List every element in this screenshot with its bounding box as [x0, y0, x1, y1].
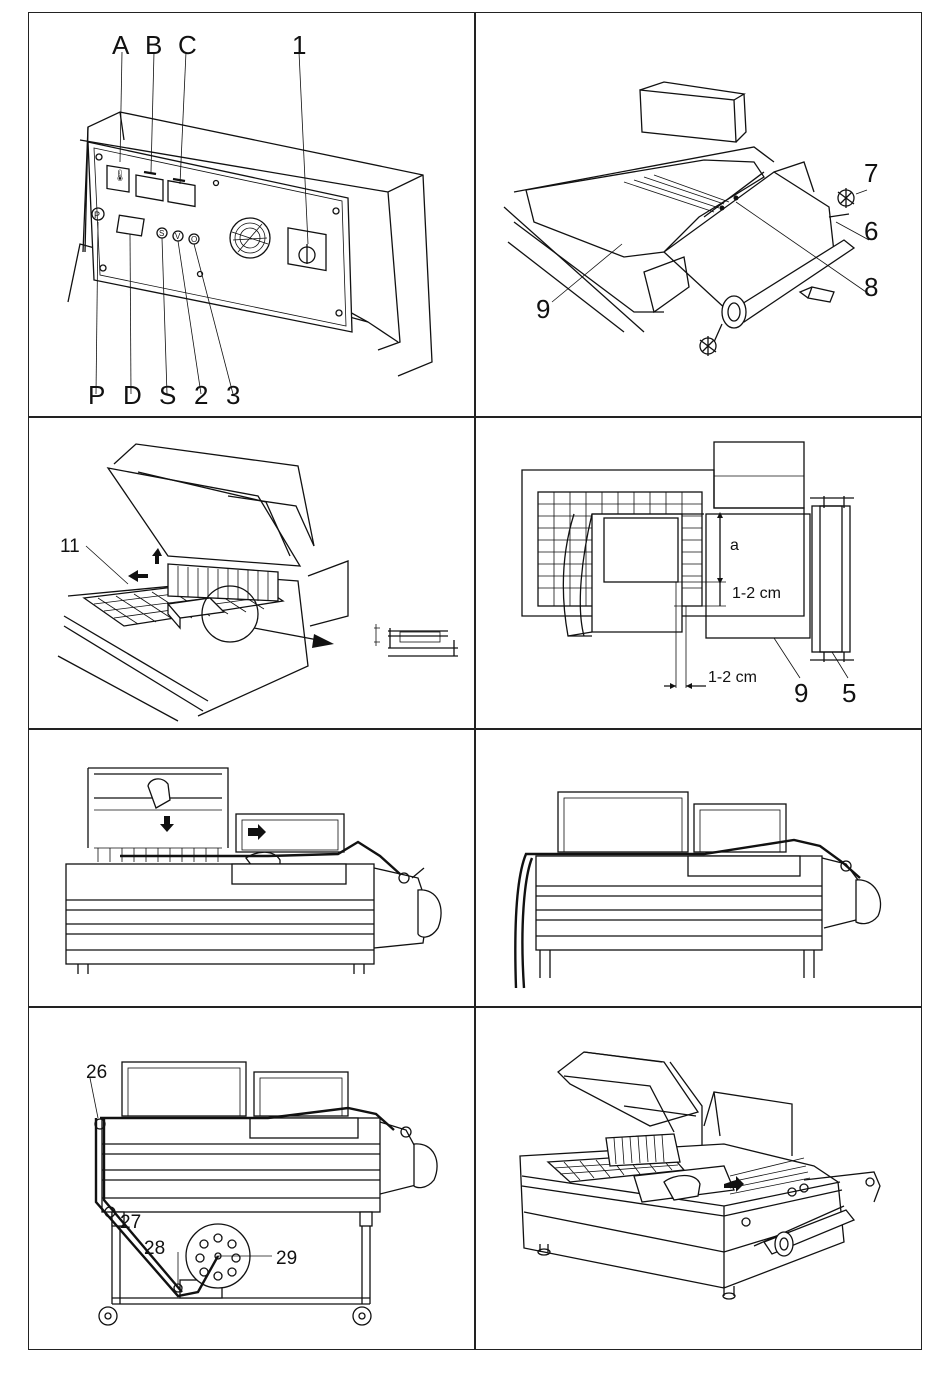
label-b: B — [145, 30, 162, 60]
display-b-icon — [136, 175, 163, 201]
panel-product-placement: 11 — [28, 416, 474, 728]
display-c-icon — [168, 181, 195, 207]
svg-text:P: P — [94, 210, 100, 220]
label-29: 29 — [276, 1248, 297, 1269]
svg-text:O: O — [191, 235, 197, 244]
panel-film-routing — [474, 728, 922, 1006]
caster-right-icon — [353, 1307, 371, 1325]
label-2: 2 — [194, 380, 208, 410]
panel-stand-film-path: 26 27 28 29 — [28, 1006, 474, 1350]
label-3: 3 — [226, 380, 240, 410]
panel-machine-perspective — [474, 1006, 922, 1350]
thermo-glyph: 🌡 — [113, 169, 127, 182]
lock-nut-7-icon — [838, 188, 854, 208]
dim-horizontal-label: 1-2 cm — [708, 669, 757, 686]
zoom-arrow-icon — [312, 634, 334, 648]
svg-text:S: S — [159, 229, 164, 238]
label-9: 9 — [794, 678, 808, 708]
label-26: 26 — [86, 1062, 107, 1083]
dim-vertical-label: 1-2 cm — [732, 585, 781, 602]
label-d: D — [123, 380, 142, 410]
label-p: P — [88, 380, 105, 410]
hand-top-icon — [148, 779, 170, 808]
display-a-icon: 🌡 — [107, 166, 129, 192]
detail-inset — [374, 624, 458, 656]
label-6: 6 — [864, 216, 878, 246]
dim-a-label: a — [730, 537, 739, 554]
display-d-icon — [117, 215, 144, 236]
label-28: 28 — [144, 1238, 165, 1259]
panel-sealing-operation — [28, 728, 474, 1006]
lock-nut-bottom-icon — [700, 336, 716, 356]
film-roll-icon — [722, 296, 746, 328]
label-27: 27 — [120, 1212, 141, 1233]
label-c: C — [178, 30, 197, 60]
arrow-left-icon — [128, 570, 148, 582]
film-roll-icon — [856, 880, 881, 924]
label-1: 1 — [292, 30, 306, 60]
label-a: A — [112, 30, 130, 60]
label-s: S — [159, 380, 176, 410]
arrow-up-icon — [152, 548, 162, 564]
label-11: 11 — [60, 536, 80, 557]
film-roll-icon — [414, 1144, 437, 1188]
open-lid — [558, 1052, 698, 1126]
panel-control-board: 🌡 P S V O A B C 1 P D S 2 3 — [28, 12, 474, 416]
label-7: 7 — [864, 158, 878, 188]
product-outline — [604, 518, 678, 582]
arrow-down-icon — [160, 816, 174, 832]
svg-text:V: V — [175, 232, 181, 241]
label-5: 5 — [842, 678, 856, 708]
label-8: 8 — [864, 272, 878, 302]
caster-left-icon — [99, 1307, 117, 1325]
panel-film-roll: 7 6 8 9 — [474, 12, 922, 416]
panel-film-dimensions: a 1-2 cm 1-2 cm 9 5 — [474, 416, 922, 728]
film-roll-icon — [418, 890, 441, 937]
film-roll-icon — [775, 1232, 793, 1256]
label-9: 9 — [536, 294, 550, 324]
main-switch-icon — [288, 228, 326, 271]
